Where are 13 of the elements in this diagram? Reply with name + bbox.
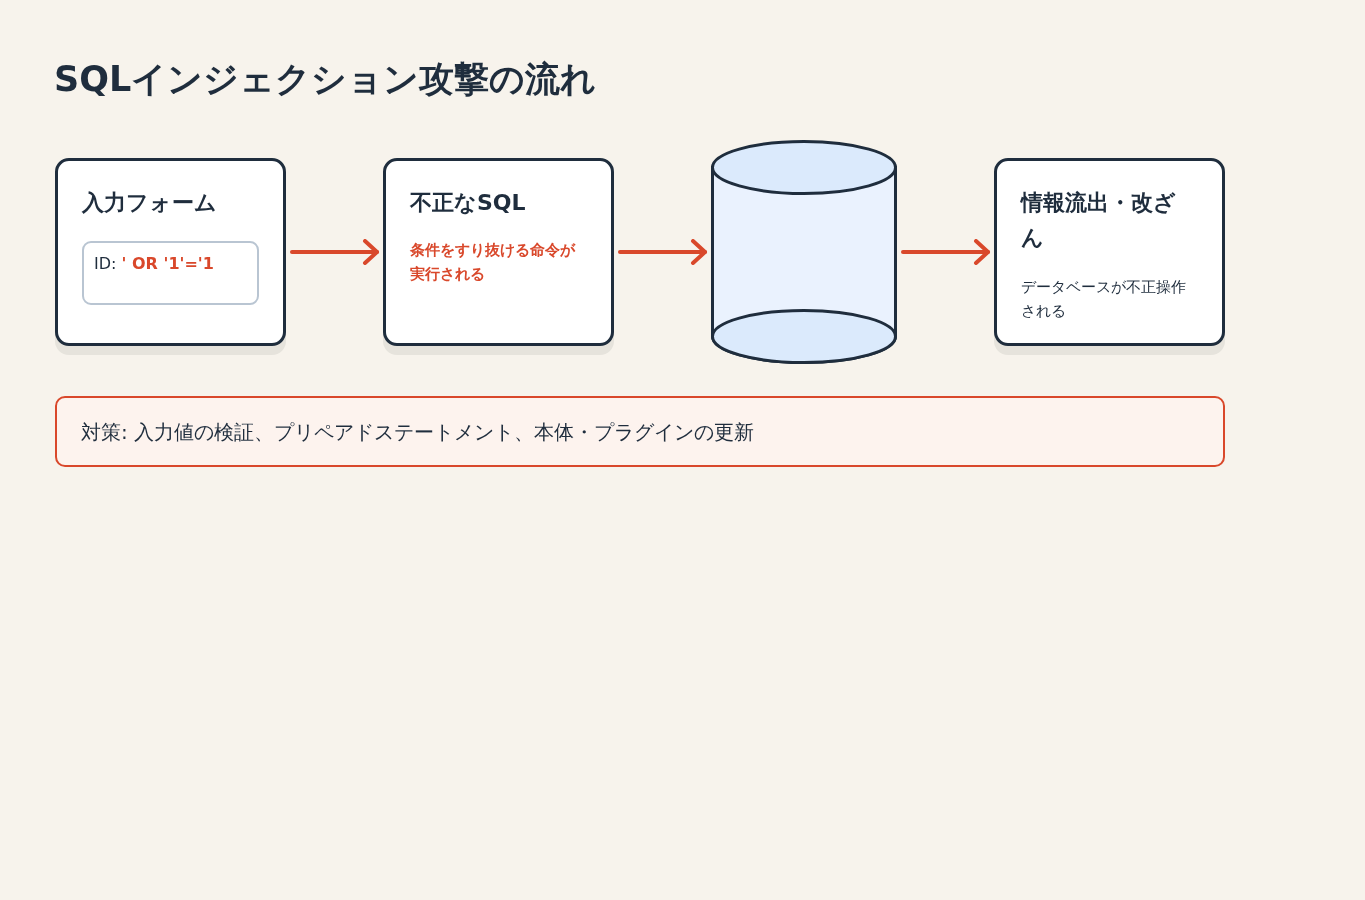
diagram-title: SQLインジェクション攻撃の流れ — [54, 58, 597, 100]
database-cylinder — [711, 140, 897, 364]
notice-panel — [55, 396, 1225, 467]
arrow — [901, 239, 990, 265]
arrow — [618, 239, 707, 265]
arrow — [290, 239, 379, 265]
card-description: 条件をすり抜ける命令が実行される — [410, 240, 577, 285]
card-description: データベースが不正操作される — [1021, 277, 1187, 322]
card-heading: 入力フォーム — [82, 189, 218, 217]
countermeasure-text: 対策: 入力値の検証、プリペアドステートメント、本体・プラグインの更新 — [81, 418, 755, 446]
card-heading: 情報流出・改ざん — [1021, 189, 1177, 252]
card-heading: 不正なSQL — [410, 189, 527, 217]
input-field: ID: ' OR '1'='1 — [82, 241, 259, 305]
